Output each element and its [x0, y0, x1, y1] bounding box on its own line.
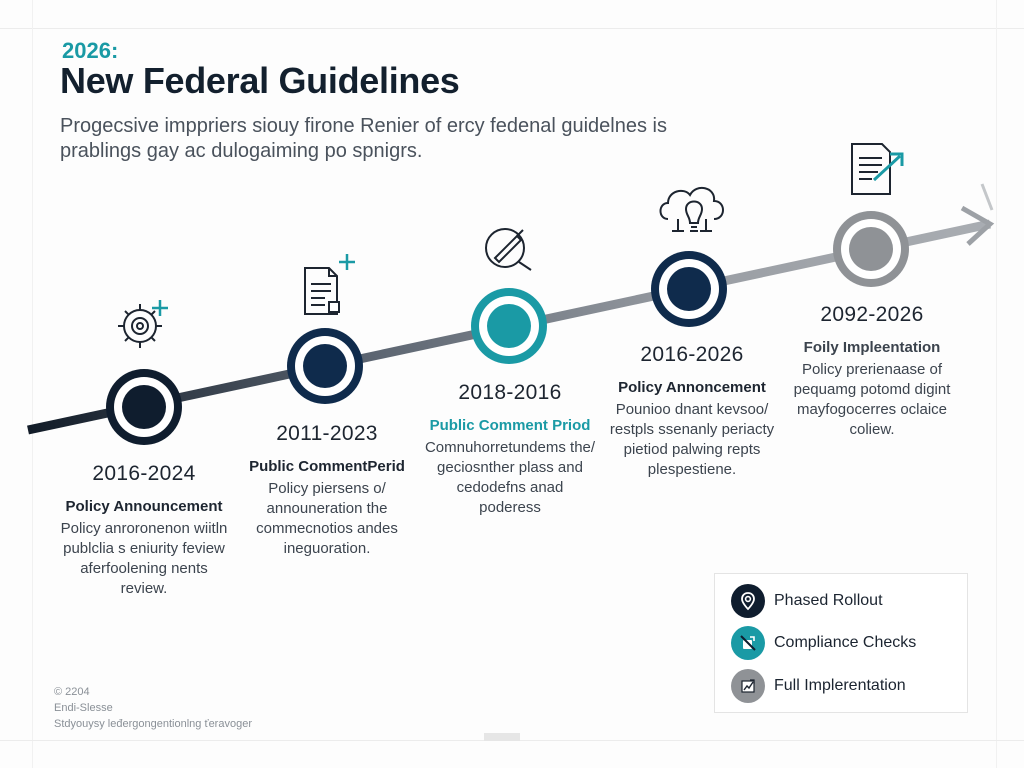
footer-note: © 2204 Endi-Slesse Stdyouysy leđergongen…	[54, 684, 252, 732]
milestone-heading: Policy Annoncement	[618, 379, 766, 396]
milestone-2: 2011-2023 Public CommentPerid Policy pie…	[227, 422, 427, 559]
timeline-arrow-tick	[980, 183, 994, 211]
page-title: New Federal Guidelines	[60, 60, 460, 101]
milestone-heading: Public CommentPerid	[249, 458, 405, 475]
check-slash-icon	[740, 635, 756, 651]
frame-line-right	[996, 0, 997, 768]
page-subtitle: Progecsive imppriers siouy firone Renier…	[60, 115, 667, 162]
milestone-heading: Policy Announcement	[65, 498, 223, 515]
legend-label: Compliance Checks	[774, 634, 917, 651]
legend-item-full-implementation: Full Implerentation	[731, 669, 906, 703]
bottom-tab	[484, 733, 520, 741]
milestone-4: 2016-2026 Policy Annoncement Pounioo dna…	[592, 343, 792, 480]
footer-line-2: Endi-Slesse	[54, 702, 113, 714]
document-plus-icon	[304, 254, 355, 315]
legend-label: Full Implerentation	[774, 677, 906, 694]
frame-line-top	[0, 28, 1024, 29]
document-arrow-icon	[851, 143, 904, 195]
legend-item-compliance-checks: Compliance Checks	[731, 626, 916, 660]
milestone-description: Policy anroronenon wiitln publclia s eni…	[60, 520, 228, 597]
milestone-5: 2092-2026 Foily Impleentation Policy pre…	[772, 303, 972, 440]
milestone-description: Pounioo dnant kevsoo/ restpls ssenanly p…	[609, 401, 775, 478]
footer-line-3: Stdyouysy leđergongentionlng ťeravoger	[54, 718, 252, 730]
footer-line-copyright: © 2204	[54, 686, 90, 698]
legend-badge	[731, 626, 765, 660]
timeline-arrow-head	[960, 205, 995, 246]
legend-badge	[731, 584, 765, 618]
legend-label: Phased Rollout	[774, 592, 883, 609]
legend-panel: Phased Rollout Compliance Checks Full Im…	[714, 573, 968, 713]
milestone-description: Comnuhorretundems the/ geciosnther plass…	[424, 439, 596, 516]
milestone-description: Policy piersens o/ announeration the com…	[256, 480, 398, 557]
milestone-1: 2016-2024 Policy Announcement Policy anr…	[44, 462, 244, 599]
magnifier-pen-icon	[485, 228, 532, 271]
map-pin-icon	[741, 592, 755, 611]
milestone-year: 2011-2023	[276, 422, 378, 445]
gear-plus-icon	[118, 300, 168, 348]
milestone-year: 2016-2024	[92, 462, 196, 485]
frame-line-left	[32, 0, 33, 768]
year-tag: 2026:	[62, 38, 119, 63]
milestone-year: 2092-2026	[820, 303, 924, 326]
milestone-3: 2018-2016 Public Comment Priod Comnuhorr…	[410, 381, 610, 518]
edit-chart-icon	[741, 679, 755, 693]
legend-badge	[731, 669, 765, 703]
timeline-node-2	[287, 328, 363, 404]
milestone-year: 2016-2026	[640, 343, 744, 366]
cloud-lightbulb-icon	[659, 186, 724, 232]
milestone-description: Policy prerienaase of pequamg potomd dig…	[793, 361, 951, 438]
legend-item-phased-rollout: Phased Rollout	[731, 584, 883, 618]
timeline-node-3	[471, 288, 547, 364]
timeline-node-4	[651, 251, 727, 327]
milestone-heading: Public Comment Priod	[429, 417, 591, 434]
timeline-node-5	[833, 211, 909, 287]
milestone-year: 2018-2016	[458, 381, 562, 404]
timeline-node-1	[106, 369, 182, 445]
milestone-heading: Foily Impleentation	[803, 339, 941, 356]
